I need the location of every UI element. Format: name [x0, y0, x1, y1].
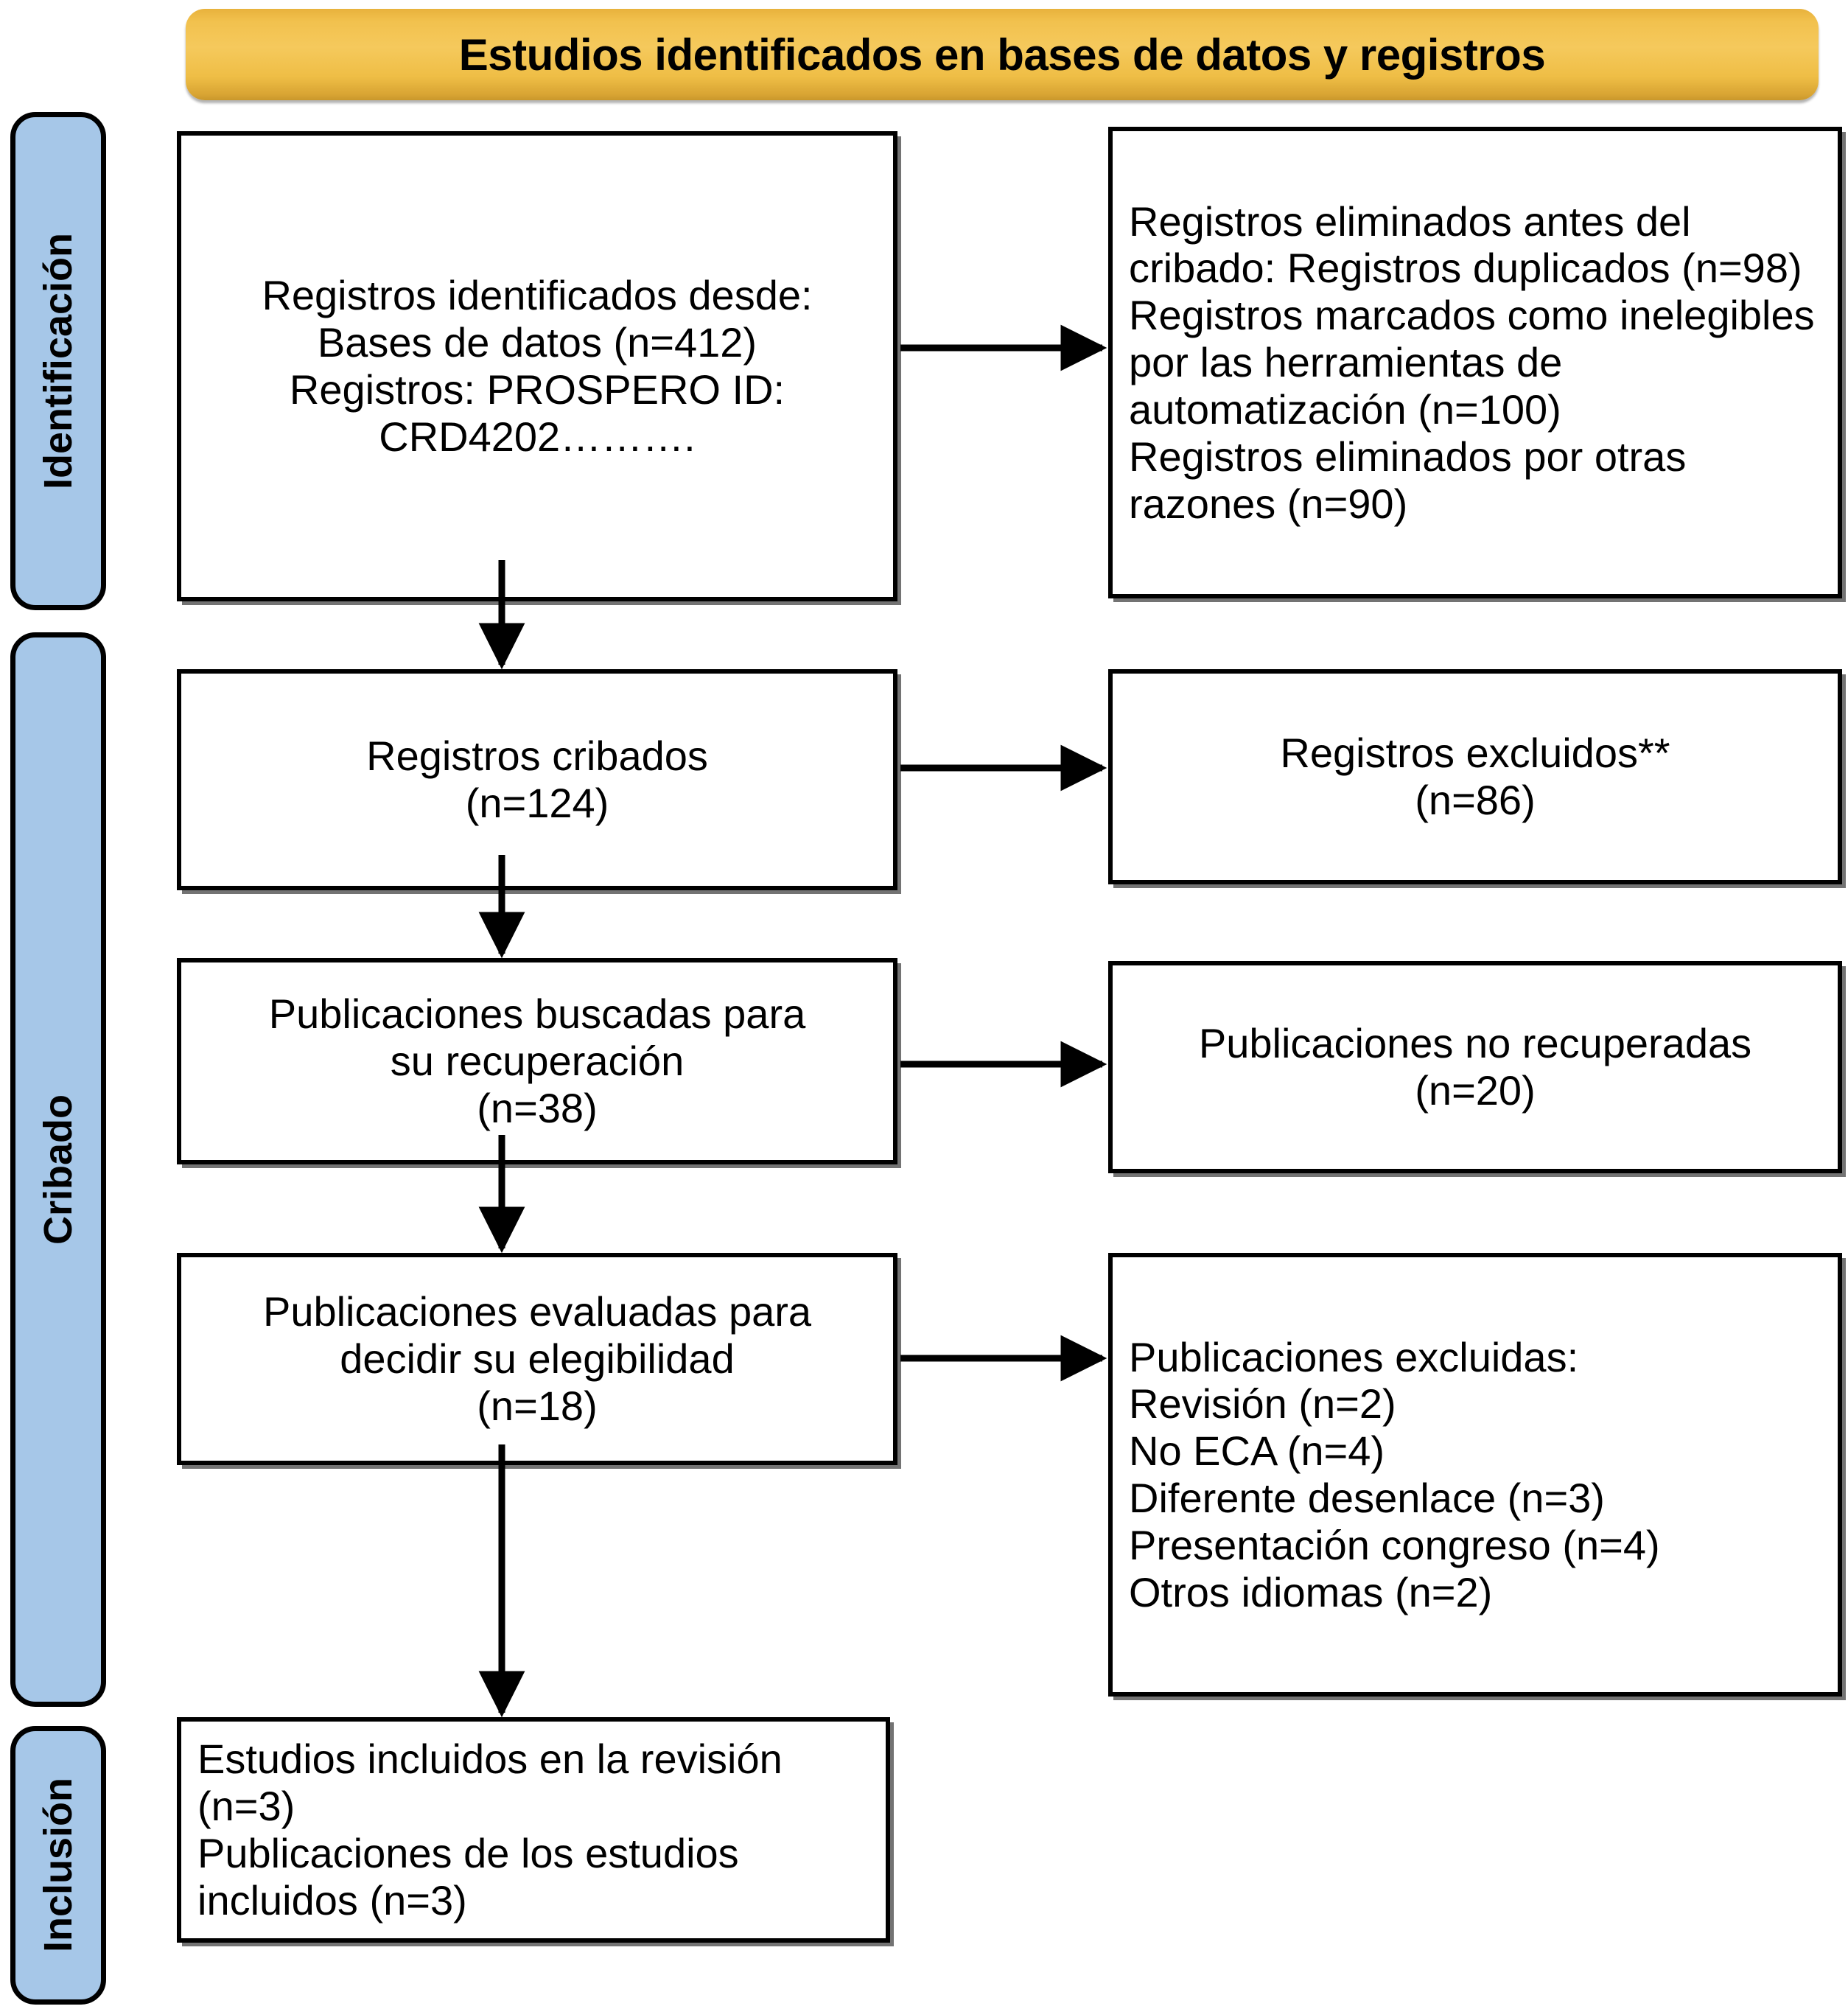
node-reports-excluded-text: Publicaciones excluidas: Revisión (n=2) … — [1129, 1333, 1660, 1615]
diagram-banner: Estudios identificados en bases de datos… — [186, 9, 1819, 100]
banner-title: Estudios identificados en bases de datos… — [458, 29, 1546, 80]
node-reports-not-retrieved-text: Publicaciones no recuperadas (n=20) — [1198, 1020, 1752, 1114]
node-records-screened: Registros cribados (n=124) — [177, 669, 897, 890]
node-records-removed-before-screening-text: Registros eliminados antes del cribado: … — [1129, 198, 1815, 527]
stage-label-cribado: Cribado — [10, 632, 106, 1707]
node-records-identified: Registros identificados desde: Bases de … — [177, 131, 897, 601]
node-reports-assessed-eligibility: Publicaciones evaluadas para decidir su … — [177, 1253, 897, 1465]
node-records-excluded-text: Registros excluidos** (n=86) — [1280, 730, 1670, 823]
stage-label-inclusion: Inclusión — [10, 1726, 106, 2005]
node-reports-sought-retrieval-text: Publicaciones buscadas para su recuperac… — [268, 990, 806, 1131]
node-reports-excluded: Publicaciones excluidas: Revisión (n=2) … — [1108, 1253, 1842, 1697]
node-studies-included-text: Estudios incluidos en la revisión (n=3) … — [197, 1736, 783, 1924]
node-reports-not-retrieved: Publicaciones no recuperadas (n=20) — [1108, 961, 1842, 1173]
stage-label-identificacion: Identificación — [10, 112, 106, 610]
stage-label-identificacion-text: Identificación — [36, 232, 80, 490]
node-studies-included: Estudios incluidos en la revisión (n=3) … — [177, 1717, 890, 1943]
stage-label-inclusion-text: Inclusión — [36, 1778, 80, 1953]
stage-label-cribado-text: Cribado — [36, 1094, 80, 1245]
node-reports-sought-retrieval: Publicaciones buscadas para su recuperac… — [177, 958, 897, 1164]
node-records-excluded: Registros excluidos** (n=86) — [1108, 669, 1842, 884]
node-records-screened-text: Registros cribados (n=124) — [366, 733, 708, 826]
node-reports-assessed-eligibility-text: Publicaciones evaluadas para decidir su … — [262, 1288, 812, 1429]
node-records-removed-before-screening: Registros eliminados antes del cribado: … — [1108, 127, 1842, 598]
node-records-identified-text: Registros identificados desde: Bases de … — [262, 272, 813, 460]
